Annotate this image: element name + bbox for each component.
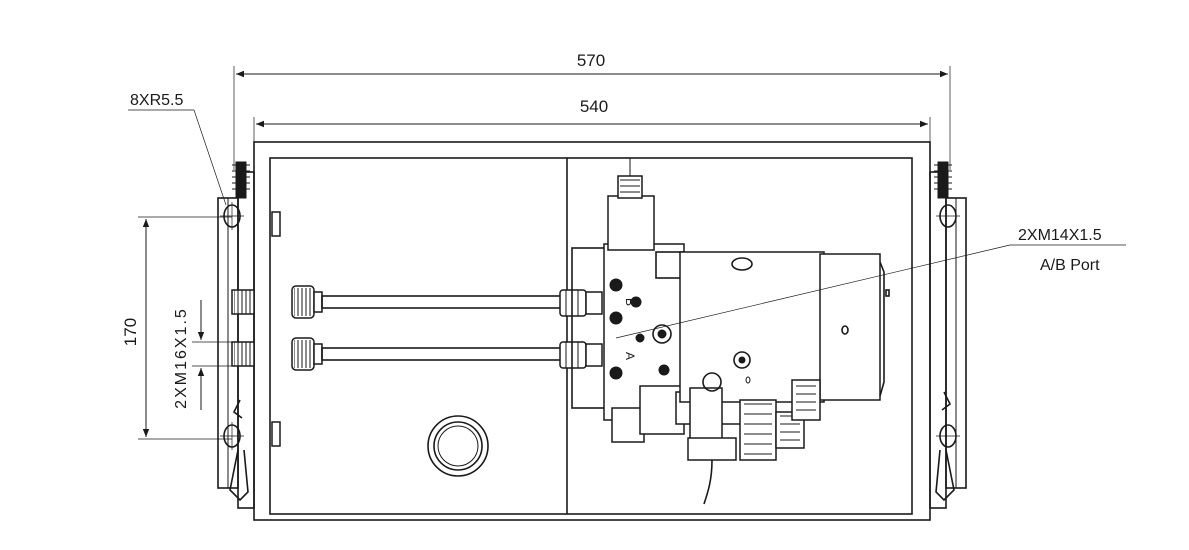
mount-hole-top-right	[936, 204, 960, 228]
side-ports-label: 2XM16X1.5	[173, 307, 190, 409]
mount-hole-bottom-left	[220, 422, 244, 450]
dimension-540: 540	[253, 97, 931, 142]
dimension-540-label: 540	[580, 97, 608, 116]
tube-upper	[231, 285, 603, 319]
tube-lower	[231, 337, 603, 371]
left-mounting-rail	[217, 161, 281, 509]
right-mounting-rail	[929, 161, 967, 509]
mount-holes-label: 8XR5.5	[130, 92, 183, 109]
port-b-label: B	[623, 298, 637, 306]
ab-ports-label: 2XM14X1.5	[1018, 227, 1102, 244]
annotation-ab-ports: 2XM14X1.5 A/B Port	[615, 227, 1126, 339]
mount-hole-bottom-right	[936, 424, 960, 448]
annotation-mount-holes: 8XR5.5	[128, 92, 227, 206]
dimension-side-ports: 2XM16X1.5	[173, 300, 240, 410]
ab-ports-sublabel: A/B Port	[1040, 257, 1100, 274]
dimension-570-label: 570	[577, 51, 605, 70]
mount-hole-top-left	[220, 202, 244, 230]
dimension-170: 170	[121, 216, 232, 440]
port-a-label: A	[623, 352, 637, 360]
electric-motor	[655, 251, 890, 505]
dimension-570: 570	[233, 51, 951, 170]
dimension-170-label: 170	[121, 318, 140, 346]
filler-cap	[427, 415, 489, 477]
motor-fittings	[687, 372, 821, 505]
